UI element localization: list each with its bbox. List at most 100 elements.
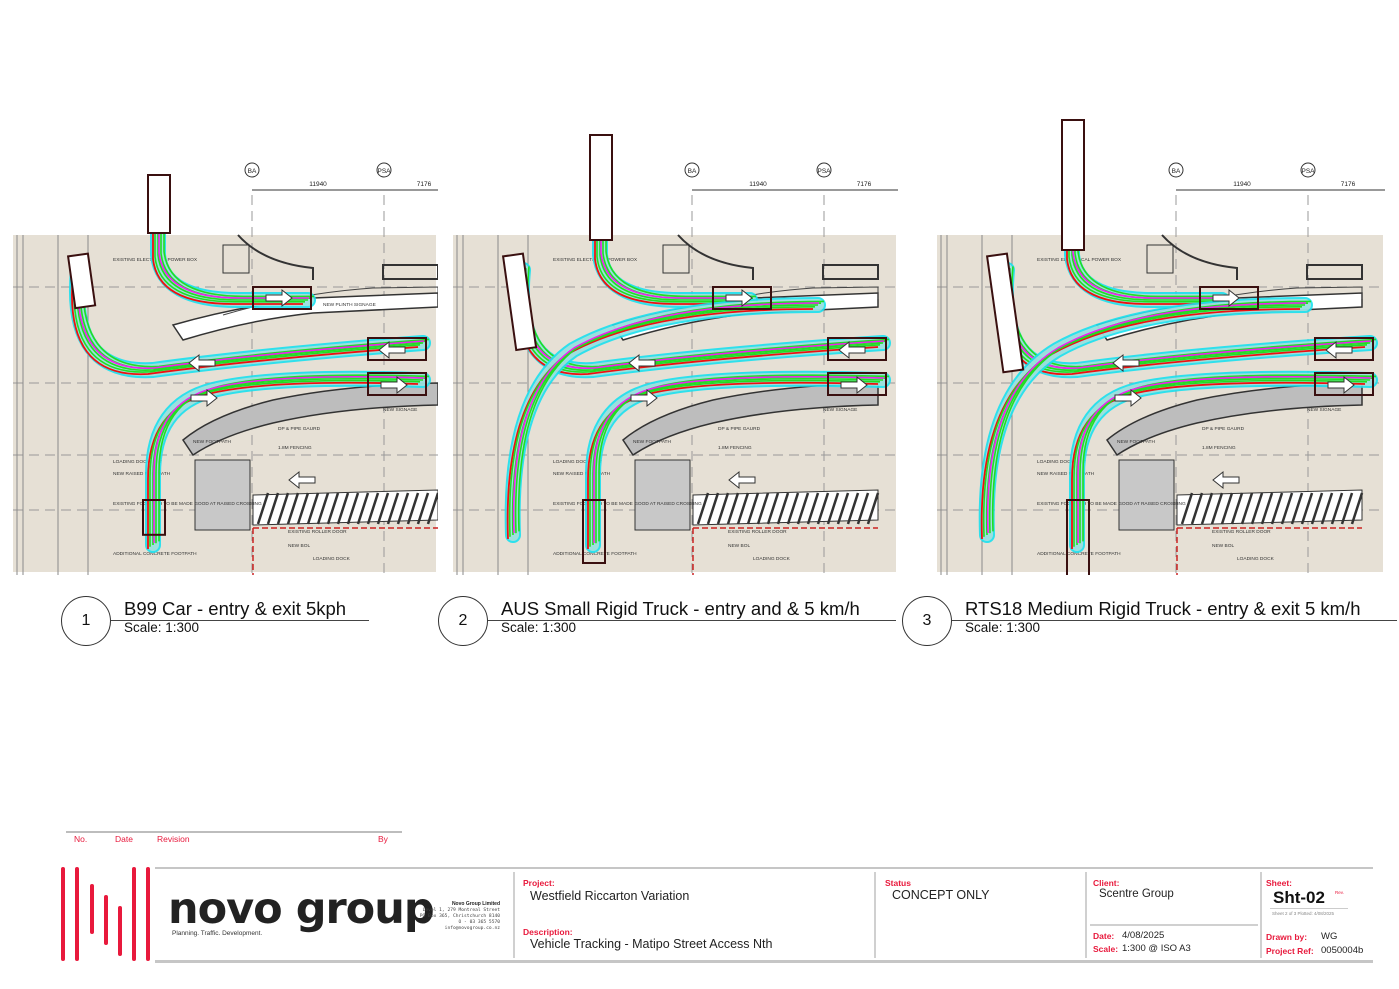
divider bbox=[1085, 872, 1087, 958]
plan-note: DP & PIPE GAURD bbox=[278, 426, 321, 432]
plan-note: EXISTING FOOTPATH TO BE MADE GOOD AT RAI… bbox=[1037, 501, 1186, 507]
hatch-stroke bbox=[286, 492, 300, 525]
plan-note: LOADING DOCK bbox=[313, 556, 351, 562]
centerline-path bbox=[153, 375, 425, 543]
wheel-path bbox=[589, 379, 881, 547]
divider bbox=[1260, 872, 1262, 958]
building-ramp bbox=[194, 459, 251, 531]
vehicle-outline bbox=[827, 372, 887, 396]
plan-note: NEW RAISED FOOTPATH bbox=[113, 471, 171, 477]
hatch-stroke bbox=[726, 492, 740, 525]
wheel-path bbox=[599, 175, 750, 301]
company-logo-wordmark: novo group bbox=[168, 884, 435, 934]
status-label: Status bbox=[885, 878, 911, 888]
vehicle-outline bbox=[985, 252, 1025, 374]
hatch-stroke bbox=[396, 492, 410, 525]
hatch-stroke bbox=[796, 492, 810, 525]
date-label: Date: bbox=[1093, 931, 1115, 941]
gridline-bubble bbox=[376, 162, 392, 178]
gridline-bubble bbox=[1168, 162, 1184, 178]
view-number: 2 bbox=[458, 612, 468, 629]
plan-note: LOADING DOCK bbox=[753, 556, 791, 562]
hatch-stroke bbox=[1300, 492, 1314, 525]
hatch-stroke bbox=[1330, 492, 1344, 525]
hatch-stroke bbox=[836, 492, 850, 525]
hatch-stroke bbox=[1280, 492, 1294, 525]
plan-note: 1.8M FENCING bbox=[278, 445, 312, 451]
hatch-stroke bbox=[706, 492, 720, 525]
vehicle-outline bbox=[1066, 499, 1090, 575]
view-scale: Scale: 1:300 bbox=[124, 620, 200, 635]
centerline-path bbox=[593, 375, 885, 543]
hatch-stroke bbox=[1190, 492, 1204, 525]
rev-col-no: No. bbox=[74, 834, 88, 844]
dimension-label: 11940 bbox=[1233, 181, 1251, 188]
sheet-info: Sheet 2 of 3 Plotted: 4/08/2025 bbox=[1272, 911, 1335, 916]
title-underline bbox=[952, 620, 1397, 621]
plan-note: LOADING DOCK EXIT bbox=[113, 459, 162, 465]
vehicle-outlines bbox=[501, 134, 887, 564]
sheet-label: Sheet: bbox=[1266, 878, 1292, 888]
hatch-stroke bbox=[1250, 492, 1264, 525]
project-value: Westfield Riccarton Variation bbox=[530, 889, 690, 903]
power-box bbox=[1146, 244, 1174, 274]
plan-note: NEW FOOTPATH bbox=[633, 439, 671, 445]
plan-note: NEW FOOTPATH bbox=[1117, 439, 1155, 445]
plan-note: NEW PLINTH SIGNAGE bbox=[323, 302, 376, 308]
centerline-path bbox=[77, 267, 425, 369]
gridline-label: PSA bbox=[377, 168, 391, 175]
client-value: Scentre Group bbox=[1099, 888, 1174, 900]
centerline-path bbox=[512, 302, 820, 534]
divider bbox=[874, 872, 876, 958]
hatch-stroke bbox=[256, 492, 270, 525]
plan-note: NEW SIGNAGE bbox=[383, 407, 417, 413]
power-box bbox=[662, 244, 690, 274]
phone: O - 03 365 5570 bbox=[458, 920, 501, 925]
hatch-stroke bbox=[406, 492, 420, 525]
gridline-label: PSA bbox=[1301, 168, 1315, 175]
hatch-stroke bbox=[316, 492, 330, 525]
existing-planter bbox=[1306, 264, 1363, 280]
wheel-path bbox=[1068, 161, 1219, 303]
vehicle-outline bbox=[252, 286, 312, 310]
plan-note: NEW SIGNAGE bbox=[1307, 407, 1341, 413]
hatch-stroke bbox=[366, 492, 380, 525]
direction-arrow-icon bbox=[728, 470, 756, 490]
hatch-stroke bbox=[816, 492, 830, 525]
hatch-stroke bbox=[416, 492, 430, 525]
client-label: Client: bbox=[1093, 878, 1120, 888]
scale-value: 1:300 @ ISO A3 bbox=[1122, 943, 1191, 954]
email: info@novogroup.co.nz bbox=[444, 926, 500, 931]
plan-note: 1.8M FENCING bbox=[1202, 445, 1236, 451]
plan-note: EXISTING FOOTPATH TO BE MADE GOOD AT RAI… bbox=[553, 501, 702, 507]
hatch-stroke bbox=[356, 492, 370, 525]
existing-planter bbox=[822, 264, 879, 280]
existing-planter bbox=[382, 264, 438, 280]
vehicle-outline bbox=[367, 337, 427, 361]
vehicle-outline bbox=[827, 337, 887, 361]
project-ref-value: 0050004b bbox=[1321, 945, 1364, 956]
vehicle-outline bbox=[582, 499, 606, 564]
direction-arrow-icon bbox=[265, 288, 293, 308]
rev-col-revision: Revision bbox=[157, 834, 190, 844]
body-path bbox=[587, 381, 879, 549]
direction-arrow-icon bbox=[725, 288, 753, 308]
hatch-stroke bbox=[276, 492, 290, 525]
plan-note: LOADING DOCK EXIT bbox=[1037, 459, 1086, 465]
body-path bbox=[594, 179, 745, 305]
company-legal-name: Novo Group Limited bbox=[451, 901, 500, 907]
status-value: CONCEPT ONLY bbox=[892, 888, 990, 902]
gridline-bubble bbox=[1300, 162, 1316, 178]
plan-note: EXISTING ROLLER DOOR bbox=[288, 529, 347, 535]
description-label: Description: bbox=[523, 927, 573, 937]
vehicle-outline bbox=[589, 134, 613, 241]
hatch-stroke bbox=[346, 492, 360, 525]
plan-note: NEW BOL bbox=[1212, 543, 1234, 549]
view-title: RTS18 Medium Rigid Truck - entry & exit … bbox=[965, 598, 1361, 619]
centerline-path bbox=[600, 173, 751, 299]
existing-kerb bbox=[677, 234, 754, 280]
